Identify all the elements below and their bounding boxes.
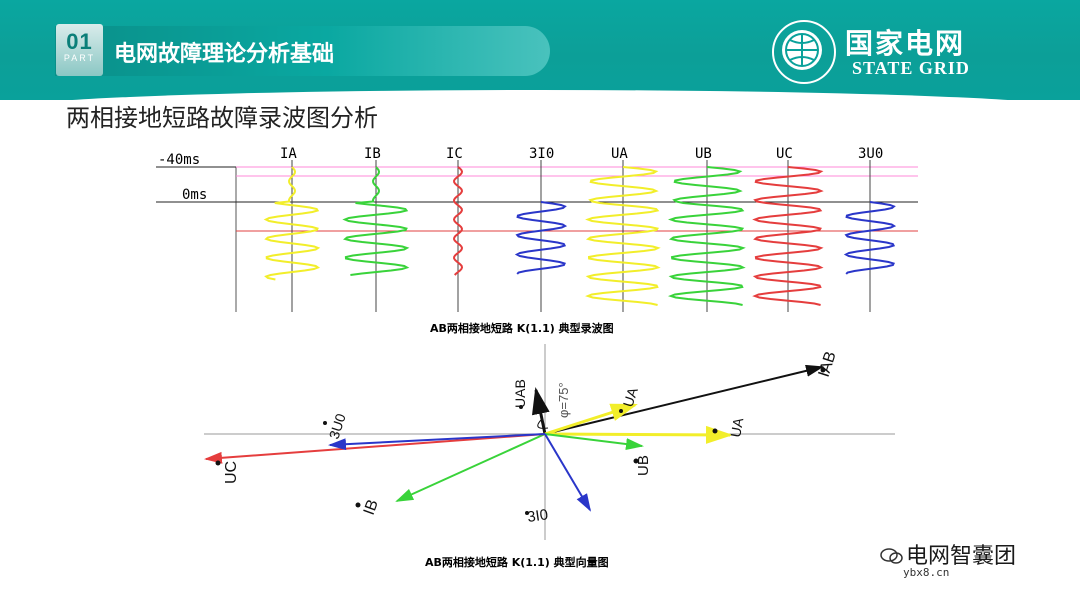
channel-label-3u0: 3U0 [858,146,883,162]
channel-label-ic: IC [446,146,463,162]
phasor-caption: AB两相接地短路 K(1.1) 典型向量图 [425,556,609,569]
label-uab: UAB [512,379,528,408]
part-number: 01 [66,29,93,54]
label-angle: φ=75° [556,382,571,418]
brand-name-cn: 国家电网 [845,27,966,60]
phasor-3u0 [328,433,546,451]
phasor-ub [544,433,644,450]
waveform-ua [585,166,661,306]
phasor-3i0 [544,433,592,512]
waveform-caption: AB两相接地短路 K(1.1) 典型录波图 [430,322,614,335]
label-uc: UC [223,461,240,484]
waveform-uc [752,166,824,306]
phasor-vectors [204,364,824,512]
waveform-ub [667,166,746,306]
section-title: 电网故障理论分析基础 [114,42,335,67]
waveform-ib [342,166,410,276]
waveform-channels [263,160,897,312]
state-grid-logo-ring [772,20,836,84]
phasor-uc [204,433,546,464]
channel-label-ub: UB [695,146,712,162]
label-3i0: 3I0 [526,506,549,526]
channel-label-ib: IB [364,146,381,162]
section-title-bar [55,26,550,76]
waveform-ic [452,166,464,276]
angle-arc [537,419,549,429]
time-label-zero: 0ms [182,187,207,203]
watermark-text: 电网智囊团 [906,544,1017,569]
globe-icon [785,33,819,67]
part-word: PART [63,53,96,63]
wechat-icon [880,548,903,564]
brand-name-en: STATE GRID [852,58,970,78]
time-label-minus-40: -40ms [158,152,200,168]
channel-label-ia: IA [280,146,297,162]
label-ua-1: UA [620,385,641,409]
slide-heading: 两相接地短路故障录波图分析 [66,104,378,132]
label-iab: IAB [816,349,840,379]
channel-labels: IA IB IC 3I0 UA UB UC 3U0 [280,146,883,162]
label-3u0: 3U0 [326,411,349,441]
watermark-url: ybx8.cn [900,566,953,579]
waveform-3u0 [843,201,897,275]
waveform-ia [263,166,321,281]
waveform-3i0 [514,201,568,275]
channel-label-3i0: 3I0 [529,146,554,162]
label-ua-2: UA [727,416,746,439]
part-badge: 01 PART [56,24,103,76]
phasor-uab [531,387,550,435]
channel-label-ua: UA [611,146,628,162]
phasor-dot-marks [215,367,826,515]
waveform-frame [156,166,918,312]
label-ib: IB [361,497,382,517]
phasor-iab [544,364,824,435]
phasor-ib [395,433,546,502]
phasor-ua-2 [544,425,733,444]
channel-label-uc: UC [776,146,793,162]
label-ub: UB [635,455,652,476]
